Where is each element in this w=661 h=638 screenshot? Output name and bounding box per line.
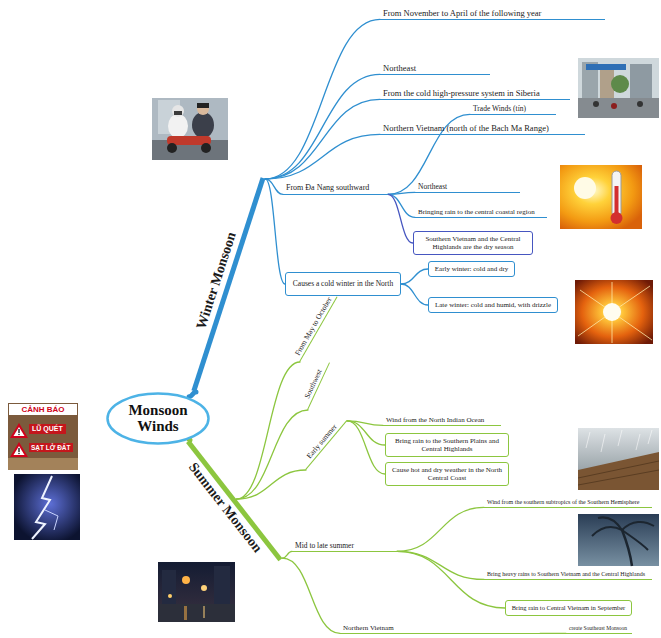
branch-connector bbox=[265, 19, 380, 179]
topic-text: Late winter: cold and humid, with drizzl… bbox=[434, 301, 552, 309]
topic-text: Winter Monsoon bbox=[176, 176, 259, 387]
branch-connector bbox=[265, 99, 380, 179]
topic-text: Trade Winds (tín) bbox=[473, 104, 553, 113]
branch-topic: Southwest bbox=[298, 358, 330, 410]
branch-connector bbox=[401, 284, 428, 305]
heat-thermometer-photo bbox=[560, 165, 642, 229]
topic-label: Northeast bbox=[415, 182, 520, 193]
topic-box: Causes a cold winter in the North bbox=[285, 272, 401, 297]
branch-connector bbox=[236, 410, 308, 499]
topic-label: Northeast bbox=[380, 63, 490, 75]
topic-label: Bring heavy rains to Southern Vietnam an… bbox=[484, 571, 652, 580]
topic-text: Northern Vietnam (north of the Bach Ma R… bbox=[383, 123, 582, 133]
topic-label: Bringing rain to the central coastal reg… bbox=[415, 208, 547, 218]
topic-text: Northeast bbox=[383, 63, 487, 73]
topic-text: Northeast bbox=[418, 182, 517, 191]
topic-text: From the cold high-pressure system in Si… bbox=[383, 88, 567, 98]
topic-text: Bring heavy rains to Southern Vietnam an… bbox=[487, 571, 649, 578]
topic-text: Cause hot and dry weather in the North C… bbox=[391, 466, 503, 482]
topic-text: Causes a cold winter in the North bbox=[292, 280, 394, 289]
branch-connector bbox=[388, 192, 415, 194]
topic-box: Late winter: cold and humid, with drizzl… bbox=[428, 297, 558, 313]
branch-connector bbox=[397, 551, 484, 579]
topic-text: Wind from the southern subtropics of the… bbox=[487, 499, 649, 506]
rainy-night-street-photo bbox=[158, 562, 235, 622]
topic-label: From Đa Nang southward bbox=[283, 183, 388, 195]
sign-text: SẠT LỞ ĐẤT bbox=[31, 444, 71, 451]
topic-text: Southwest bbox=[300, 362, 327, 406]
topic-label: create Southeast Monsoon bbox=[566, 625, 632, 634]
topic-label: Trade Winds (tín) bbox=[470, 104, 556, 115]
topic-text: From November to April of the following … bbox=[383, 8, 602, 18]
sign-plate: LŨ QUÉT bbox=[29, 424, 66, 434]
branch-connector bbox=[236, 470, 306, 499]
sign-plate: CẢNH BÁO bbox=[9, 404, 77, 415]
topic-text: Early winter: cold and dry bbox=[434, 265, 509, 273]
topic-label: From the cold high-pressure system in Si… bbox=[380, 88, 570, 100]
topic-text: From May to October bbox=[292, 295, 333, 358]
topic-text: Wind from the North Indian Ocean bbox=[386, 416, 498, 424]
topic-box: Early winter: cold and dry bbox=[428, 261, 515, 277]
topic-text: Early summer bbox=[300, 417, 343, 466]
branch-connector bbox=[388, 194, 415, 217]
topic-label: Wind from the southern subtropics of the… bbox=[484, 499, 652, 508]
topic-box: Bring rain to Central Vietnam in Septemb… bbox=[505, 600, 632, 615]
topic-text: Mid to late summer bbox=[295, 541, 394, 550]
branch-connector bbox=[397, 507, 484, 551]
branch-connector bbox=[189, 392, 196, 397]
topic-text: Bring rain to the Southern Plains and Ce… bbox=[391, 437, 503, 453]
warning-sign-photo bbox=[8, 403, 78, 470]
branch-topic: Early summer bbox=[298, 414, 348, 470]
storm-palm-photo bbox=[578, 514, 659, 566]
topic-text: Bringing rain to the central coastal reg… bbox=[418, 208, 544, 216]
winter-riders-photo bbox=[152, 98, 228, 160]
topic-text: Bring rain to Central Vietnam in Septemb… bbox=[511, 604, 626, 611]
topic-label: Northern Vietnam (north of the Bach Ma R… bbox=[380, 123, 585, 135]
topic-text: Northern Vietnam bbox=[343, 624, 537, 632]
central-topic-ellipse: Monsoon Winds bbox=[106, 392, 210, 445]
branch-connector bbox=[540, 633, 566, 634]
branch-connector bbox=[236, 362, 300, 499]
branch-connector bbox=[347, 421, 385, 445]
topic-text: Summer Monsoon bbox=[174, 447, 275, 569]
branch-connector bbox=[265, 74, 380, 179]
topic-label: Wind from the North Indian Ocean bbox=[383, 416, 501, 426]
rain-on-roof-photo bbox=[578, 428, 659, 490]
topic-label: From November to April of the following … bbox=[380, 8, 605, 20]
branch-connector bbox=[265, 134, 380, 179]
ellipse-shape bbox=[108, 393, 209, 443]
topic-label: Mid to late summer bbox=[292, 541, 397, 552]
city-street-photo bbox=[578, 58, 659, 118]
topic-box: Bring rain to the Southern Plains and Ce… bbox=[385, 433, 509, 457]
branch-connector bbox=[282, 551, 292, 558]
branch-connector bbox=[401, 269, 428, 284]
topic-box: Southern Vietnam and the Central Highlan… bbox=[413, 231, 533, 255]
topic-label: Northern Vietnam bbox=[340, 624, 540, 634]
topic-box: Cause hot and dry weather in the North C… bbox=[385, 462, 509, 486]
branch-connector bbox=[282, 558, 340, 633]
sign-text: LŨ QUÉT bbox=[32, 425, 63, 433]
lightning-photo bbox=[14, 474, 80, 540]
blazing-sun-photo bbox=[575, 280, 653, 344]
branch-connector bbox=[388, 194, 413, 243]
topic-text: create Southeast Monsoon bbox=[569, 625, 629, 632]
branch-connector bbox=[347, 421, 385, 474]
branch-topic: From May to October bbox=[290, 292, 337, 362]
sign-text: CẢNH BÁO bbox=[9, 405, 77, 414]
topic-text: Monsoon Winds bbox=[122, 402, 194, 435]
sign-plate: SẠT LỞ ĐẤT bbox=[29, 443, 73, 452]
topic-text: Southern Vietnam and the Central Highlan… bbox=[419, 235, 527, 251]
branch-topic: Winter Monsoon bbox=[174, 172, 265, 392]
topic-text: From Đa Nang southward bbox=[286, 183, 385, 193]
branch-topic: Summer Monsoon bbox=[172, 440, 282, 572]
